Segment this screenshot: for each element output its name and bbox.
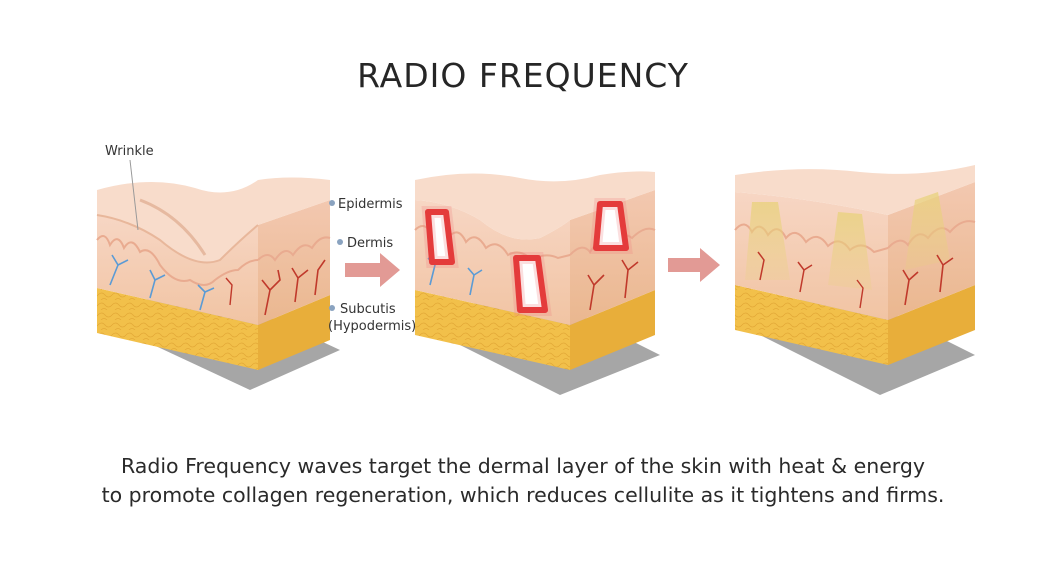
label-epidermis: Epidermis	[338, 197, 403, 212]
skin-diagram-svg: Wrinkle Epidermis Dermis Subcutis (Hypod…	[96, 144, 976, 395]
layer-labels: Wrinkle Epidermis Dermis Subcutis (Hypod…	[105, 144, 416, 334]
skin-diagram: Wrinkle Epidermis Dermis Subcutis (Hypod…	[0, 120, 1046, 420]
wrinkle-pointer	[129, 159, 139, 231]
subcutis-front	[415, 290, 570, 370]
arrow-1	[345, 253, 400, 287]
caption-line-1: Radio Frequency waves target the dermal …	[120, 454, 926, 478]
rf-heat-zone-2	[513, 255, 548, 313]
collagen-glow-3	[905, 192, 950, 270]
collagen-glow-2	[828, 212, 872, 290]
subcutis-side	[570, 290, 655, 370]
collagen-glow-1	[745, 202, 790, 280]
subcutis-side	[888, 285, 975, 365]
dermis-side	[258, 200, 330, 325]
rf-heat-zone-1	[425, 209, 455, 265]
epidermis-top	[415, 171, 655, 240]
epidermis-top	[97, 177, 330, 263]
dermis-pointer-dot	[337, 239, 343, 245]
skin-block-rf-heating	[414, 171, 660, 395]
dermis-front	[97, 215, 258, 325]
label-hypodermis: (Hypodermis)	[328, 319, 416, 334]
label-dermis: Dermis	[347, 236, 393, 251]
caption: Radio Frequency waves target the dermal …	[0, 452, 1046, 510]
label-subcutis: Subcutis	[340, 302, 396, 317]
subcutis-side	[258, 295, 330, 370]
rf-heat-zone-3	[593, 201, 629, 251]
dermis-side	[570, 190, 655, 325]
caption-line-2: to promote collagen regeneration, which …	[101, 483, 945, 507]
skin-block-tightened	[734, 165, 976, 395]
skin-block-wrinkled	[96, 177, 340, 390]
arrow-2	[668, 248, 720, 282]
page-title: RADIO FREQUENCY	[357, 56, 689, 95]
subcutis-pointer-dot	[329, 305, 335, 311]
epidermis-pointer-dot	[329, 200, 335, 206]
subcutis-front	[97, 288, 258, 370]
subcutis-front	[735, 285, 888, 365]
label-wrinkle: Wrinkle	[105, 144, 154, 159]
